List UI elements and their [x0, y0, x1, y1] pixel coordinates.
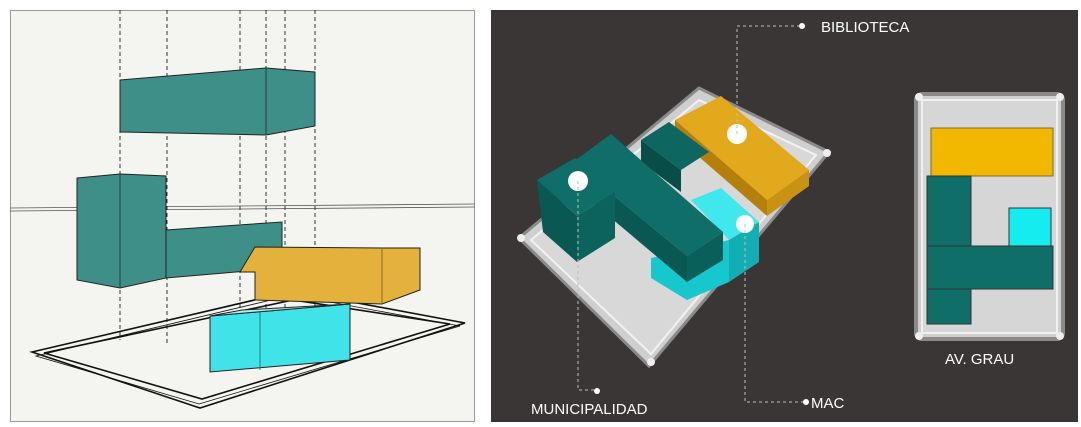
plan-biblioteca	[930, 127, 1054, 177]
plan-mac	[1008, 207, 1052, 247]
label-av-grau: AV. GRAU	[945, 351, 1014, 368]
mac-leader-end	[803, 399, 809, 405]
exploded-axonometric-sketch	[9, 9, 476, 423]
upper-block-sketch	[119, 67, 316, 136]
label-municipalidad: MUNICIPALIDAD	[531, 401, 648, 418]
label-mac: MAC	[811, 395, 845, 412]
label-biblioteca: BIBLIOTECA	[821, 19, 909, 36]
biblioteca-leader-end	[799, 23, 805, 29]
mac-block-sketch	[209, 303, 351, 373]
municipalidad-leader-end	[594, 388, 600, 394]
program-diagram-panel: BIBLIOTECA MUNICIPALIDAD MAC AV. GRAU	[491, 10, 1078, 422]
plan-view	[914, 92, 1065, 341]
plan-municipalidad-bar	[926, 245, 1054, 290]
biblioteca-block-sketch	[239, 246, 421, 305]
rear-teal-block	[641, 122, 709, 192]
leader-lines	[577, 25, 803, 403]
